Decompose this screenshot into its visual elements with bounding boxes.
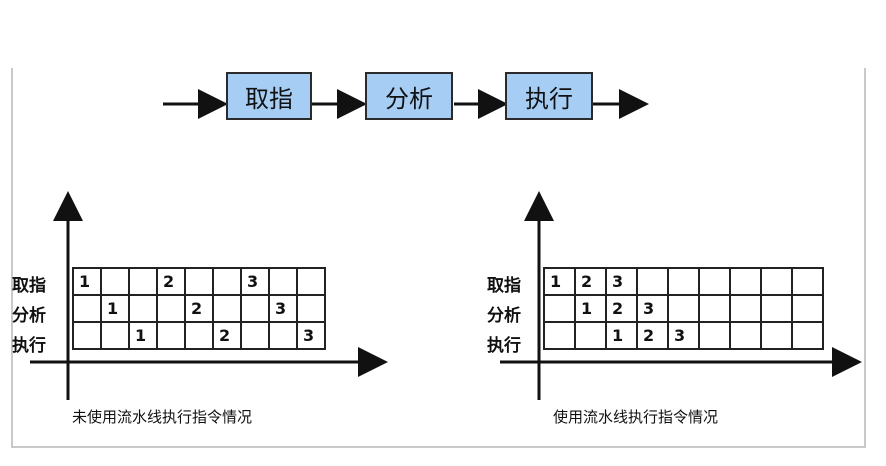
table-cell: 2 (636, 321, 669, 350)
table-cell (240, 294, 270, 323)
table-cell (100, 321, 130, 350)
table-cell (100, 267, 130, 296)
right-row-label: 分析 (487, 306, 521, 326)
table-cell (543, 321, 576, 350)
diagram-panel (11, 68, 866, 448)
table-cell (667, 267, 700, 296)
table-cell (791, 321, 824, 350)
table-row: 1 2 3 (72, 267, 326, 296)
table-cell: 1 (100, 294, 130, 323)
table-cell: 3 (268, 294, 298, 323)
left-row-label: 分析 (12, 306, 46, 326)
table-cell: 1 (72, 267, 102, 296)
table-cell: 3 (667, 321, 700, 350)
table-cell (72, 294, 102, 323)
table-cell (184, 321, 214, 350)
table-cell: 2 (574, 267, 607, 296)
table-cell (543, 294, 576, 323)
table-cell: 2 (156, 267, 186, 296)
table-cell (156, 321, 186, 350)
table-cell (128, 267, 158, 296)
right-row-label: 取指 (487, 276, 521, 296)
table-cell (729, 321, 762, 350)
table-cell (268, 267, 298, 296)
left-row-label: 执行 (12, 336, 46, 356)
table-cell (698, 267, 731, 296)
table-cell: 2 (212, 321, 242, 350)
table-cell (268, 321, 298, 350)
table-cell (667, 294, 700, 323)
table-cell (729, 294, 762, 323)
table-cell (791, 267, 824, 296)
stage-fetch-label: 取指 (245, 84, 293, 113)
table-cell (698, 321, 731, 350)
stage-execute: 执行 (505, 72, 593, 120)
table-cell (636, 267, 669, 296)
table-cell (791, 294, 824, 323)
table-row: 1 2 3 (72, 294, 326, 323)
table-cell: 1 (574, 294, 607, 323)
table-cell (760, 321, 793, 350)
stage-analyze-label: 分析 (385, 84, 433, 113)
table-cell: 3 (605, 267, 638, 296)
table-cell (156, 294, 186, 323)
table-cell (729, 267, 762, 296)
table-cell: 2 (184, 294, 214, 323)
table-cell (698, 294, 731, 323)
table-cell (128, 294, 158, 323)
table-cell: 1 (128, 321, 158, 350)
stage-fetch: 取指 (226, 72, 312, 120)
table-cell (72, 321, 102, 350)
table-cell: 2 (605, 294, 638, 323)
table-cell (184, 267, 214, 296)
stage-execute-label: 执行 (525, 84, 573, 113)
table-cell (760, 267, 793, 296)
left-caption: 未使用流水线执行指令情况 (72, 408, 253, 426)
table-cell (212, 267, 242, 296)
table-cell: 3 (636, 294, 669, 323)
table-cell (240, 321, 270, 350)
right-row-label: 执行 (487, 336, 521, 356)
table-cell: 1 (605, 321, 638, 350)
table-cell (212, 294, 242, 323)
left-row-label: 取指 (12, 276, 46, 296)
stage-analyze: 分析 (365, 72, 453, 120)
table-cell: 3 (240, 267, 270, 296)
right-caption: 使用流水线执行指令情况 (553, 408, 719, 426)
table-cell (760, 294, 793, 323)
table-cell: 1 (543, 267, 576, 296)
table-cell (296, 294, 326, 323)
table-cell (574, 321, 607, 350)
table-cell: 3 (296, 321, 326, 350)
table-cell (296, 267, 326, 296)
table-row: 1 2 3 (72, 321, 326, 350)
